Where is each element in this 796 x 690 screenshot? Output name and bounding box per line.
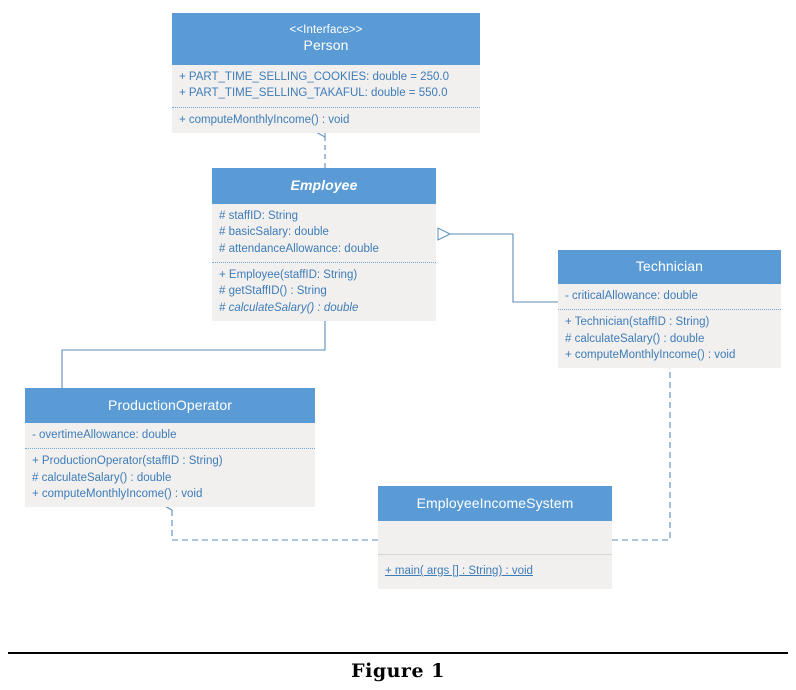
uml-method: + ProductionOperator(staffID : String) [32, 455, 223, 468]
uml-method-static-label: + main( args [] : String) : void [385, 565, 533, 577]
figure-caption: Figure 1 [351, 660, 445, 682]
uml-class-technician[interactable]: Technician - criticalAllowance: double +… [558, 250, 781, 369]
uml-attribute: # attendanceAllowance: double [219, 242, 379, 255]
uml-class-employee[interactable]: Employee # staffID: String # basicSalary… [212, 168, 436, 321]
uml-class-name-production-operator: ProductionOperator [108, 396, 232, 413]
rel-system-depends-technician [612, 363, 671, 541]
uml-stereotype-person: <<Interface>> [289, 24, 363, 37]
uml-attributes-employee: # staffID: String # basicSalary: double … [212, 204, 436, 263]
uml-methods-employee-income-system: + main( args [] : String) : void [378, 555, 612, 589]
uml-method: + Employee(staffID: String) [219, 268, 358, 281]
uml-attribute: + PART_TIME_SELLING_TAKAFUL: double = 55… [179, 87, 448, 100]
uml-attribute: - criticalAllowance: double [565, 290, 698, 302]
uml-class-person[interactable]: <<Interface>> Person + PART_TIME_SELLING… [172, 13, 480, 133]
uml-method: # calculateSalary() : double [565, 332, 705, 345]
uml-methods-production-operator: + ProductionOperator(staffID : String) #… [25, 449, 315, 507]
uml-attribute: # basicSalary: double [219, 226, 329, 239]
uml-class-production-operator[interactable]: ProductionOperator - overtimeAllowance: … [25, 388, 315, 508]
rel-system-depends-productionoperator [172, 505, 378, 541]
uml-class-name-technician: Technician [635, 258, 704, 275]
uml-attribute: # staffID: String [219, 210, 299, 222]
uml-class-header-technician: Technician [558, 250, 781, 284]
uml-method: # calculateSalary() : double [32, 471, 172, 484]
uml-attributes-person: + PART_TIME_SELLING_COOKIES: double = 25… [172, 65, 480, 108]
uml-attribute: - overtimeAllowance: double [32, 429, 177, 441]
uml-class-name-person: Person [303, 37, 349, 54]
uml-attribute: + PART_TIME_SELLING_COOKIES: double = 25… [179, 71, 449, 83]
uml-method: + computeMonthlyIncome() : void [32, 487, 203, 500]
figure-divider-rule [8, 652, 788, 654]
uml-method-abstract: # calculateSalary() : double [219, 301, 359, 314]
rel-technician-extends-employee [450, 234, 558, 303]
uml-class-employee-income-system[interactable]: EmployeeIncomeSystem + main( args [] : S… [378, 486, 612, 590]
uml-class-name-employee: Employee [290, 177, 358, 194]
uml-method: + computeMonthlyIncome() : void [565, 348, 736, 361]
uml-class-header-employee-income-system: EmployeeIncomeSystem [378, 486, 612, 521]
rel-productionoperator-extends-employee [61, 315, 326, 388]
uml-class-header-employee: Employee [212, 168, 436, 204]
uml-methods-employee: + Employee(staffID: String) # getStaffID… [212, 263, 436, 321]
uml-attributes-technician: - criticalAllowance: double [558, 284, 781, 311]
uml-method: + Technician(staffID : String) [565, 316, 710, 329]
uml-attributes-employee-income-system [378, 521, 612, 555]
uml-methods-person: + computeMonthlyIncome() : void [172, 108, 480, 133]
uml-class-header-production-operator: ProductionOperator [25, 388, 315, 423]
uml-method: # getStaffID() : String [219, 285, 327, 298]
uml-attributes-production-operator: - overtimeAllowance: double [25, 423, 315, 450]
uml-method: + computeMonthlyIncome() : void [179, 113, 350, 126]
uml-class-header-person: <<Interface>> Person [172, 13, 480, 65]
uml-method-static: + main( args [] : String) : void [385, 563, 605, 579]
uml-methods-technician: + Technician(staffID : String) # calcula… [558, 310, 781, 368]
uml-class-name-employee-income-system: EmployeeIncomeSystem [416, 494, 574, 511]
